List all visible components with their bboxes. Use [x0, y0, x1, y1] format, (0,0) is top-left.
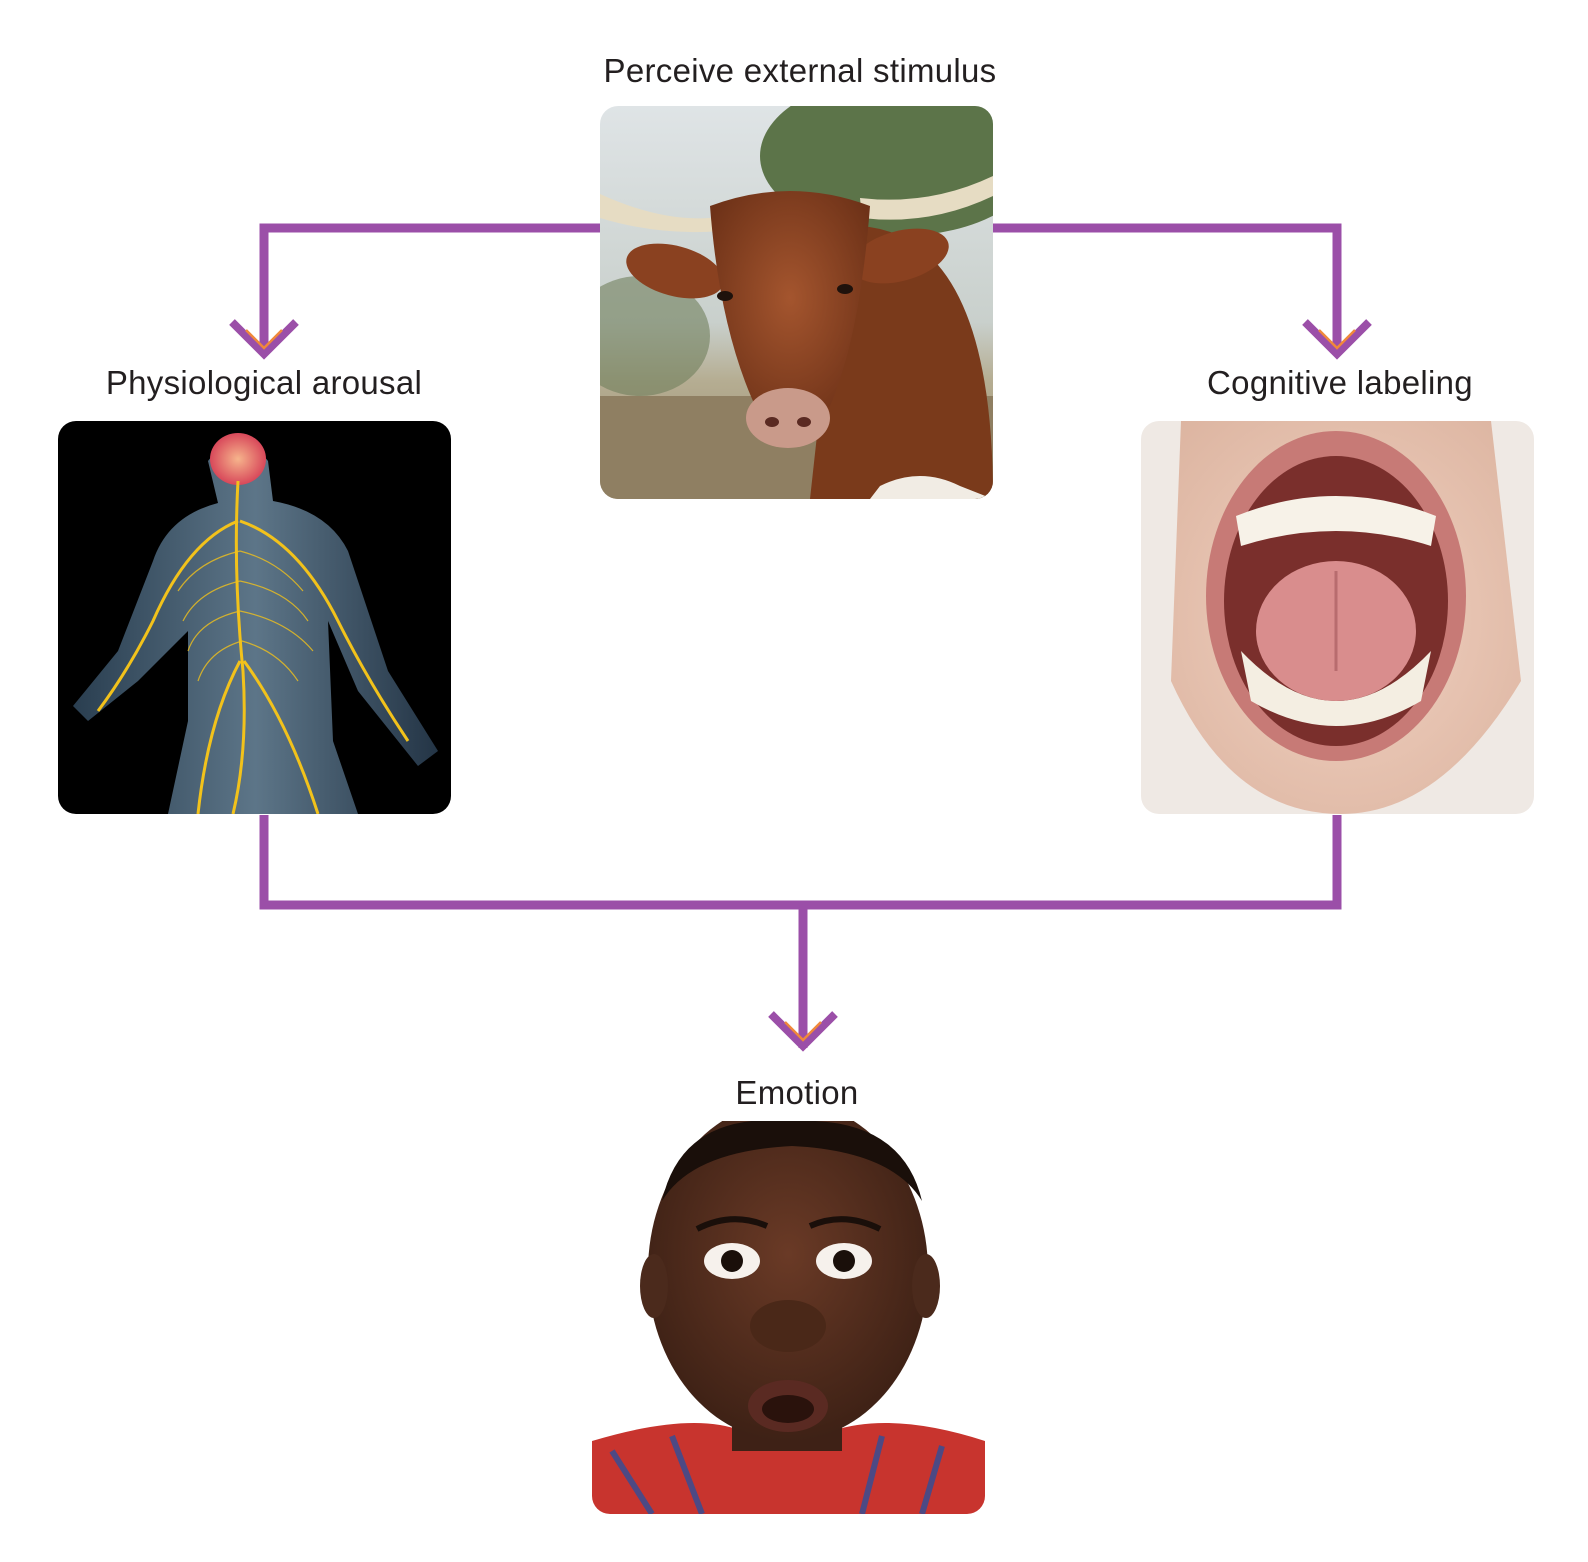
surprised-man-photo [592, 1121, 985, 1514]
screaming-mouth-photo [1141, 421, 1534, 814]
connector-arousal-to-merge [259, 815, 1342, 910]
labeling-label: Cognitive labeling [1207, 364, 1473, 401]
arrowhead-arousal [229, 319, 299, 360]
connector-stimulus-to-arousal [259, 223, 600, 352]
arrowhead-labeling [1302, 319, 1372, 360]
arousal-label: Physiological arousal [105, 364, 423, 401]
nervous-system-body-photo [58, 421, 451, 814]
connector-stimulus-to-labeling [990, 223, 1342, 352]
longhorn-bull-photo [600, 106, 993, 499]
stimulus-label: Perceive external stimulus [603, 52, 997, 89]
emotion-label: Emotion [735, 1074, 859, 1111]
arrowhead-emotion [768, 1011, 838, 1052]
